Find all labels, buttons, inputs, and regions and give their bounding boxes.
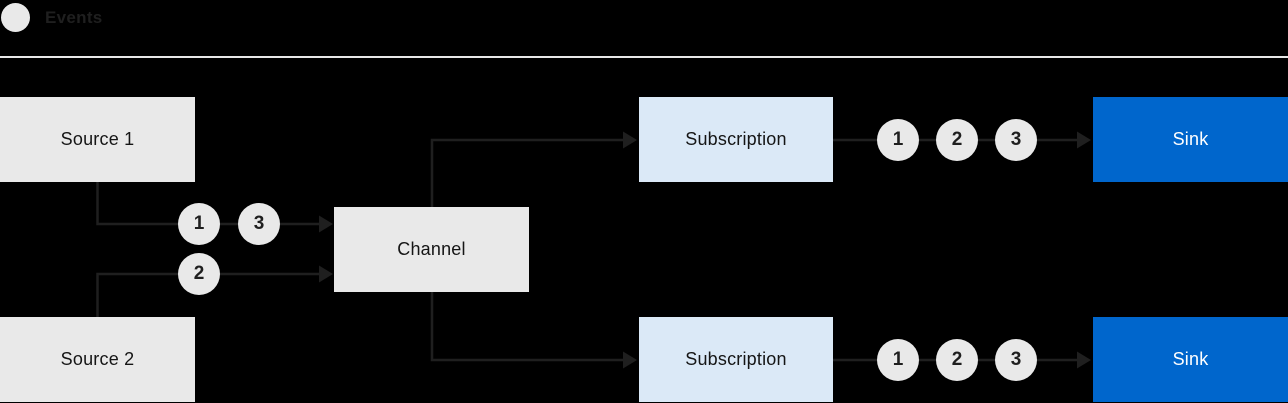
event-marker: 1 [877, 119, 919, 161]
node-source-1: Source 1 [0, 97, 195, 182]
arrowhead-channel-to-subscription-top [623, 131, 637, 149]
node-source-2: Source 2 [0, 317, 195, 402]
legend-label: Events [45, 8, 103, 27]
event-marker: 2 [936, 339, 978, 381]
node-sink-bottom: Sink [1093, 317, 1288, 402]
event-marker: 3 [238, 203, 280, 245]
node-subscription-bottom: Subscription [639, 317, 833, 402]
node-label: Subscription [685, 349, 787, 369]
divider [0, 56, 1288, 58]
arrowhead-source2-to-channel [319, 265, 333, 283]
connector-channel-to-subscription-top [430, 138, 625, 207]
node-label: Sink [1172, 349, 1209, 369]
event-marker: 3 [995, 119, 1037, 161]
connector-channel-to-subscription-bottom [430, 292, 625, 362]
connector-source2-to-channel [96, 272, 321, 317]
event-marker: 3 [995, 339, 1037, 381]
event-legend-icon [1, 3, 30, 32]
node-label: Source 2 [60, 349, 135, 369]
arrowhead-subscription-bottom-to-sink [1077, 351, 1091, 369]
event-marker: 2 [178, 253, 220, 295]
node-label: Subscription [685, 129, 787, 149]
node-subscription-top: Subscription [639, 97, 833, 182]
node-channel: Channel [334, 207, 529, 292]
event-marker: 2 [936, 119, 978, 161]
node-label: Sink [1172, 129, 1209, 149]
event-marker: 1 [178, 203, 220, 245]
node-label: Channel [397, 239, 466, 259]
node-sink-top: Sink [1093, 97, 1288, 182]
arrowhead-source1-to-channel [319, 215, 333, 233]
event-marker: 1 [877, 339, 919, 381]
node-label: Source 1 [60, 129, 135, 149]
arrowhead-channel-to-subscription-bottom [623, 351, 637, 369]
arrowhead-subscription-top-to-sink [1077, 131, 1091, 149]
